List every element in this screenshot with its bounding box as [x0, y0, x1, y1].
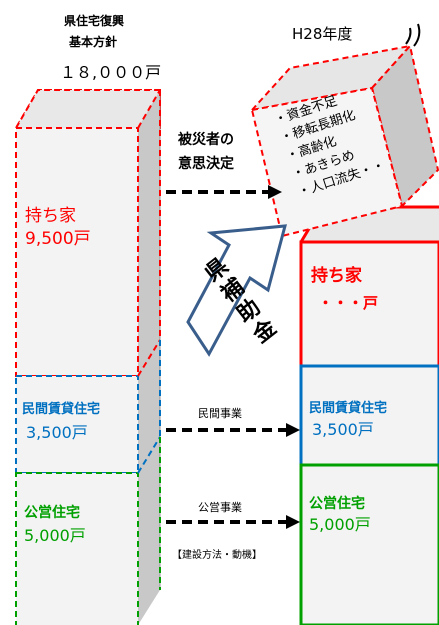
subsidy-arrow: [186, 224, 288, 357]
right-public-block: [299, 463, 439, 625]
left-owned-side-divider: [137, 339, 161, 377]
left-rental-block: [15, 375, 139, 474]
rental-arrow-label: 民間事業: [198, 407, 242, 420]
left-column-top-edge: [15, 89, 160, 129]
signal-mark: [405, 23, 421, 47]
right-owned-label: 持ち家: [311, 266, 362, 286]
right-heading: H28年度: [292, 25, 353, 43]
owned-arrow-label-line2: 意思決定: [178, 156, 234, 172]
right-owned-value: ・・・戸: [318, 294, 379, 312]
construction-note: 【建設方法・動機】: [172, 550, 262, 561]
right-rental-block: [299, 364, 439, 467]
right-public-value: 5,000戸: [309, 515, 371, 534]
right-rental-label: 民間賃貸住宅: [309, 401, 388, 416]
left-owned-side-top: [137, 89, 161, 129]
right-public-label: 公営住宅: [309, 496, 365, 512]
public-arrow-head: [286, 515, 300, 529]
left-rental-label: 民間賃貸住宅: [22, 402, 101, 417]
left-rental-value: 3,500戸: [26, 423, 88, 442]
public-arrow-label: 公営事業: [198, 501, 242, 514]
owned-arrow-head: [268, 185, 282, 199]
owned-arrow-label-line1: 被災者の: [178, 132, 234, 148]
left-total: １８,０００戸: [60, 63, 162, 82]
left-column-top-face-fill: [16, 90, 160, 128]
left-owned-value: 9,500戸: [25, 229, 91, 249]
left-heading-line1: 県住宅復興: [64, 14, 125, 28]
rental-arrow-head: [286, 423, 300, 437]
left-heading-line2: 基本方針: [69, 35, 118, 49]
left-public-block: [15, 472, 139, 625]
left-public-label: 公営住宅: [24, 505, 80, 521]
left-rental-side-divider: [137, 436, 161, 474]
left-owned-label: 持ち家: [25, 206, 76, 226]
left-public-value: 5,000戸: [24, 526, 86, 545]
right-rental-value: 3,500戸: [312, 420, 374, 439]
left-owned-block: [15, 127, 139, 377]
